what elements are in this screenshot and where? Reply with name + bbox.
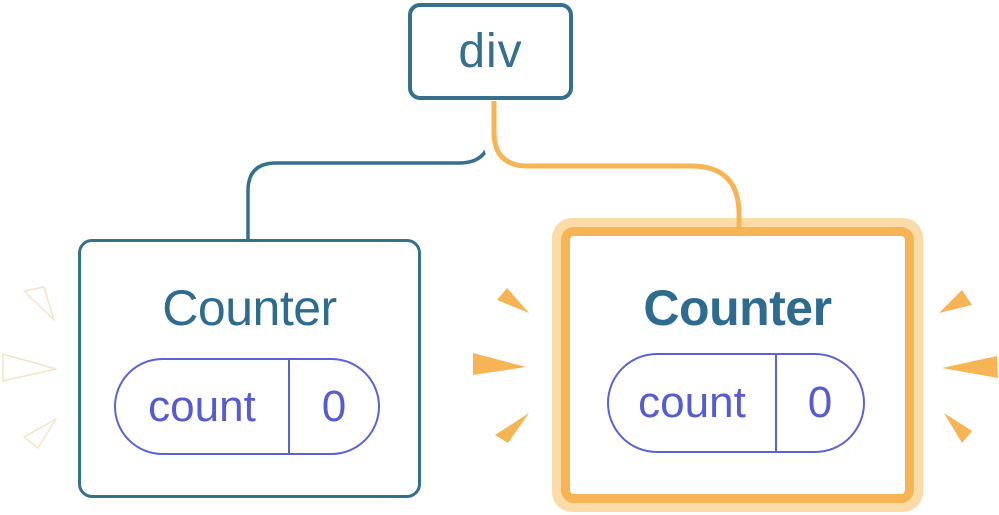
- root-node-label: div: [458, 24, 523, 78]
- counter-card-right-inner: Counter count 0: [561, 227, 914, 503]
- burst-rays-orange-right-icon: [939, 290, 998, 443]
- spark-ray: [942, 356, 998, 378]
- card-title: Counter: [643, 280, 832, 336]
- state-key: count: [116, 360, 290, 453]
- edge-to-left-counter: [246, 101, 492, 241]
- state-pill: count 0: [114, 358, 380, 455]
- spark-ray: [939, 290, 972, 313]
- state-value: 0: [807, 378, 833, 427]
- edge-to-right-counter-casing: [482, 101, 752, 213]
- spark-ray: [23, 418, 57, 449]
- state-value: 0: [321, 381, 347, 431]
- burst-rays-white-icon: [2, 286, 57, 449]
- edge-to-right-counter: [491, 101, 742, 236]
- spark-ray: [23, 286, 55, 321]
- burst-rays-orange-left-icon: [473, 288, 529, 443]
- counter-card-left: Counter count 0: [78, 239, 421, 498]
- spark-ray: [473, 353, 526, 375]
- state-key: count: [609, 355, 777, 451]
- spark-ray: [2, 353, 57, 382]
- spark-ray: [497, 288, 529, 313]
- card-title: Counter: [162, 280, 337, 336]
- spark-ray: [944, 413, 972, 443]
- root-node: div: [408, 3, 573, 100]
- spark-ray: [495, 413, 529, 443]
- state-pill: count 0: [607, 353, 865, 453]
- counter-card-right-highlighted: Counter count 0: [552, 218, 923, 512]
